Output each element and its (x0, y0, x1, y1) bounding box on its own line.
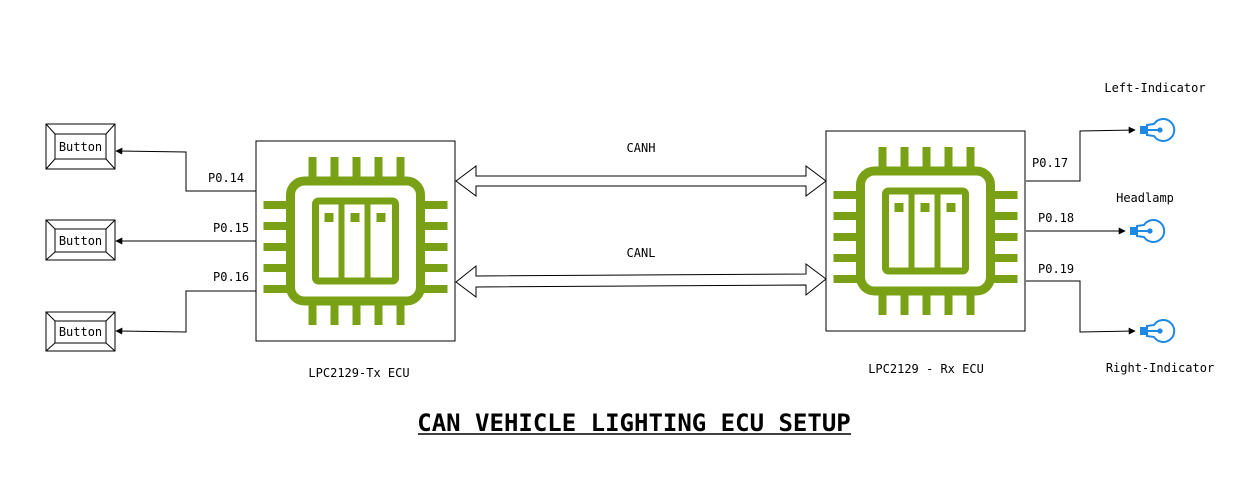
button-label: Button (59, 140, 102, 154)
button-2[interactable]: Button (45, 219, 116, 261)
rx-ecu (825, 130, 1026, 332)
headlamp-bulb-icon (1129, 219, 1166, 243)
pin-label-p016: P0.16 (213, 270, 249, 284)
right-indicator-bulb-icon (1139, 319, 1176, 343)
left-indicator-bulb-icon (1139, 118, 1176, 142)
headlamp-label: Headlamp (1116, 191, 1174, 205)
connector-p019 (1026, 280, 1136, 335)
canl-label: CANL (627, 246, 656, 260)
pin-label-p017: P0.17 (1032, 156, 1068, 170)
pin-label-p014: P0.14 (208, 171, 244, 185)
canl-double-arrow (455, 263, 827, 298)
connector-p016 (115, 290, 256, 335)
canh-label: CANH (627, 141, 656, 155)
lamp-connectors (1026, 126, 1136, 335)
button-label: Button (59, 234, 102, 248)
canh-double-arrow (455, 165, 827, 197)
tx-ecu-label: LPC2129-Tx ECU (308, 366, 409, 380)
button-label: Button (59, 325, 102, 339)
rx-ecu-label: LPC2129 - Rx ECU (868, 362, 984, 376)
connector-p017 (1026, 126, 1136, 182)
left-indicator-label: Left-Indicator (1104, 81, 1205, 95)
button-3[interactable]: Button (45, 311, 116, 352)
right-indicator-label: Right-Indicator (1106, 361, 1214, 375)
page-title: CAN VEHICLE LIGHTING ECU SETUP (417, 409, 850, 437)
pin-label-p019: P0.19 (1038, 262, 1074, 276)
connector-p014 (115, 147, 256, 192)
button-1[interactable]: Button (45, 123, 116, 170)
button-connectors (115, 147, 256, 335)
pin-label-p018: P0.18 (1038, 211, 1074, 225)
tx-ecu (255, 140, 456, 342)
pin-label-p015: P0.15 (213, 221, 249, 235)
can-bus (455, 165, 827, 298)
